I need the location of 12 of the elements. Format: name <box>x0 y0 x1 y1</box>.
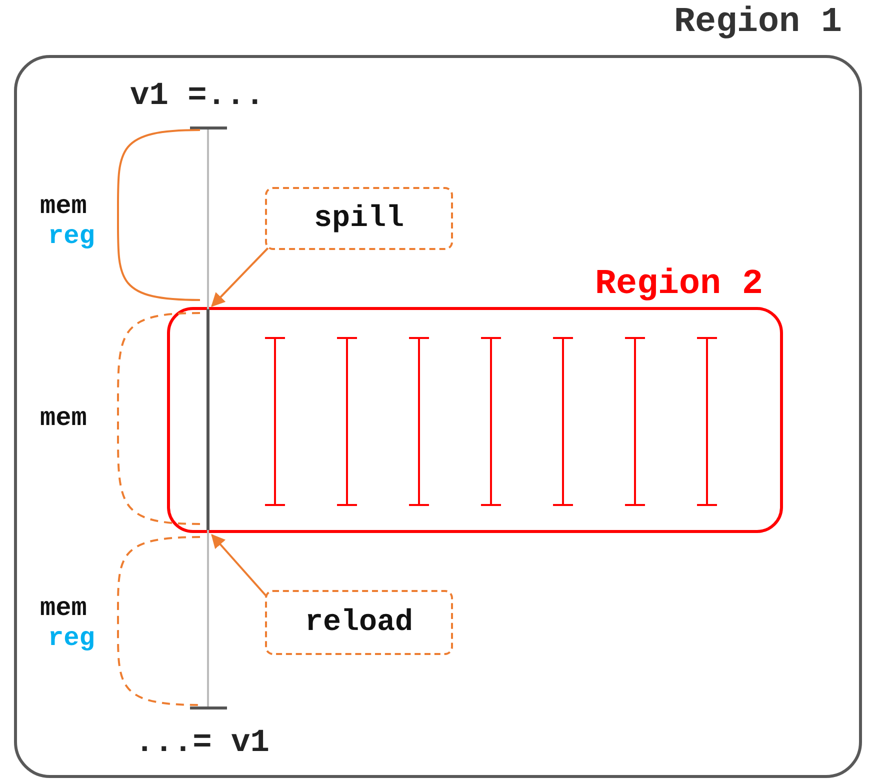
location-text: mem <box>40 190 87 223</box>
location-text: mem <box>40 592 87 625</box>
region-title: Region 2 <box>594 266 763 302</box>
leader-arrow <box>211 247 269 307</box>
callout-box: reload <box>265 590 453 655</box>
callout-box: spill <box>265 187 453 250</box>
location-text: mem <box>40 402 87 435</box>
region-title: Region 1 <box>674 4 842 40</box>
location-text: reg <box>48 220 95 253</box>
code-text: v1 =... <box>130 78 264 114</box>
code-text: ...= v1 <box>135 725 270 761</box>
location-text: reg <box>48 622 95 655</box>
